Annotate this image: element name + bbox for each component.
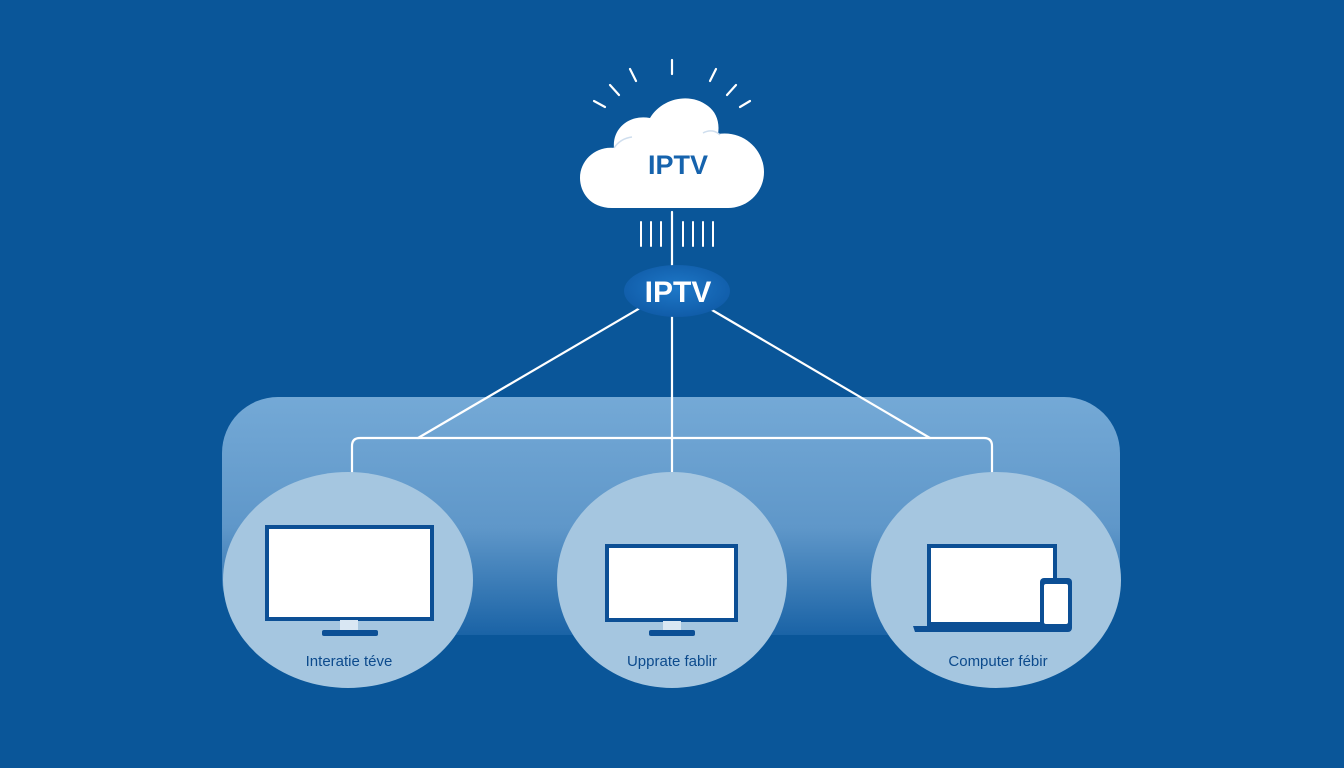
broadcast-rays-icon [592, 58, 752, 109]
device-node-tv: Interatie téve [223, 472, 473, 688]
cloud-icon [580, 98, 764, 208]
signal-bars [640, 221, 714, 247]
device-label-computer: Computer fébir [948, 653, 1047, 670]
monitor-icon [605, 544, 738, 636]
distribution-bus-line [350, 436, 994, 548]
hub-to-left-line [416, 306, 642, 440]
device-label-tv: Interatie téve [306, 653, 393, 670]
device-node-computer: Computer fébir [871, 472, 1121, 688]
laptop-phone-icon [913, 544, 1072, 632]
hub-label: IPTV [645, 276, 712, 309]
tv-monitor-icon [265, 525, 434, 636]
cloud-label: IPTV [648, 150, 708, 180]
hub-to-right-line [710, 308, 932, 440]
iptv-hub [624, 265, 730, 317]
device-node-monitor: Upprate fablir [557, 472, 787, 688]
device-label-monitor: Upprate fablir [627, 653, 717, 670]
